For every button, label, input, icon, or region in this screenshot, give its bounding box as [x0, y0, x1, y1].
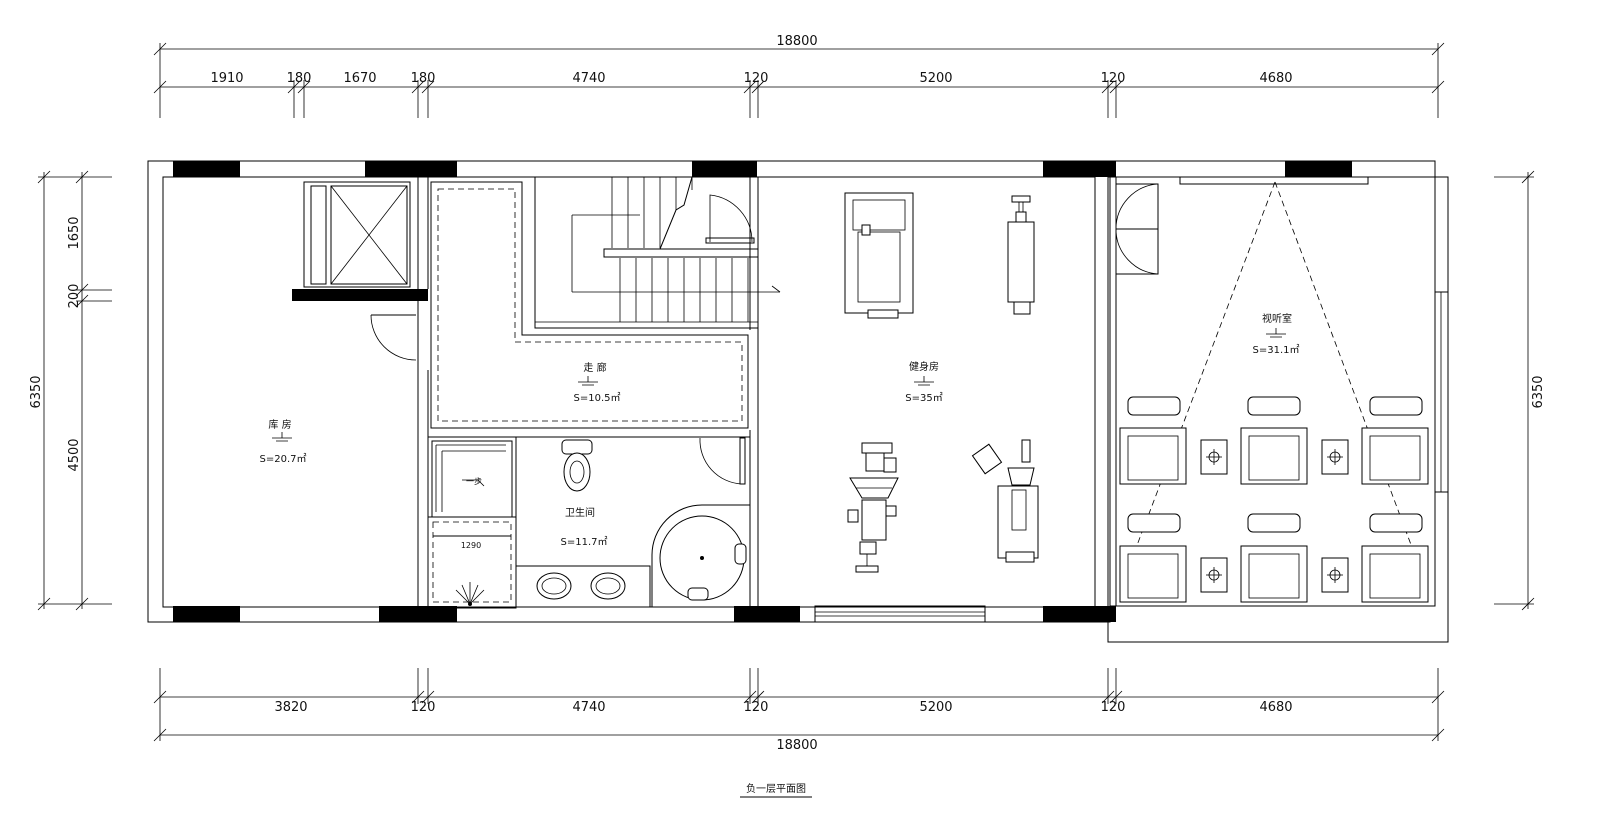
bottom-dimension-4: 120 — [744, 700, 769, 715]
gym-bench — [1007, 195, 1035, 315]
left-dimension-1: 1650 — [67, 216, 82, 249]
bottom-dimension-chain — [153, 668, 1445, 742]
gym-rowing-machine — [971, 439, 1039, 563]
room-d-area: S=35㎡ — [905, 392, 942, 404]
side-table-lamp-icons — [1200, 439, 1349, 593]
room-e-area: S=31.1㎡ — [1253, 344, 1300, 356]
av-seating — [1119, 396, 1429, 603]
room-b-area: S=10.5㎡ — [574, 392, 621, 404]
shower-drain-icon — [455, 582, 485, 606]
top-dimension-6: 120 — [744, 71, 769, 86]
room-d-name: 健身房 — [909, 360, 939, 373]
drawing-title: 负一层平面图 — [746, 782, 806, 795]
bottom-dimension-6: 120 — [1101, 700, 1126, 715]
top-total-dimension: 18800 — [776, 34, 817, 49]
exterior-walls — [147, 160, 1449, 643]
bottom-dimension-5: 5200 — [919, 700, 952, 715]
room-a-name: 库 房 — [268, 418, 291, 431]
left-dimension-3: 4500 — [67, 438, 82, 471]
room-c-area: S=11.7㎡ — [561, 536, 608, 548]
right-dimension-chain — [1494, 170, 1535, 611]
av-room-door — [1115, 183, 1159, 275]
elevator-shaft — [303, 181, 411, 288]
right-total-dimension: 6350 — [1531, 375, 1546, 408]
top-dimension-8: 120 — [1101, 71, 1126, 86]
toilet — [561, 439, 593, 492]
bathroom-fixtures — [427, 436, 750, 609]
bathroom-door — [699, 437, 746, 485]
top-dimension-1: 1910 — [210, 71, 243, 86]
room-c-name: 卫生间 — [565, 506, 595, 519]
bottom-dimension-1: 3820 — [274, 700, 307, 715]
vanity-sinks — [515, 565, 651, 608]
top-dimension-5: 4740 — [572, 71, 605, 86]
left-dimension-2: 200 — [67, 284, 82, 309]
left-total-dimension: 6350 — [29, 375, 44, 408]
gym-treadmill — [844, 192, 914, 319]
left-room-door — [370, 314, 417, 361]
room-e-name: 视听室 — [1262, 312, 1292, 325]
left-dimension-chain — [37, 170, 112, 611]
round-bathtub — [651, 504, 750, 607]
bottom-dimension-3: 4740 — [572, 700, 605, 715]
level-marker-icons — [272, 328, 1286, 442]
shower-step-label: 一步 — [466, 477, 482, 486]
corridor-outline — [430, 181, 749, 429]
bottom-dimension-2: 120 — [411, 700, 436, 715]
top-dimension-4: 180 — [411, 71, 436, 86]
room-b-name: 走 廊 — [583, 361, 606, 374]
room-a-area: S=20.7㎡ — [260, 453, 307, 465]
top-dimension-3: 1670 — [343, 71, 376, 86]
top-dimension-9: 4680 — [1259, 71, 1292, 86]
bottom-dimension-7: 4680 — [1259, 700, 1292, 715]
staircase — [534, 176, 781, 329]
top-dimension-2: 180 — [287, 71, 312, 86]
top-dimension-chain — [153, 42, 1445, 118]
bottom-total-dimension: 18800 — [776, 738, 817, 753]
gym-weight-machine — [847, 442, 899, 573]
shower-width-label: 1290 — [461, 541, 481, 550]
top-dimension-7: 5200 — [919, 71, 952, 86]
